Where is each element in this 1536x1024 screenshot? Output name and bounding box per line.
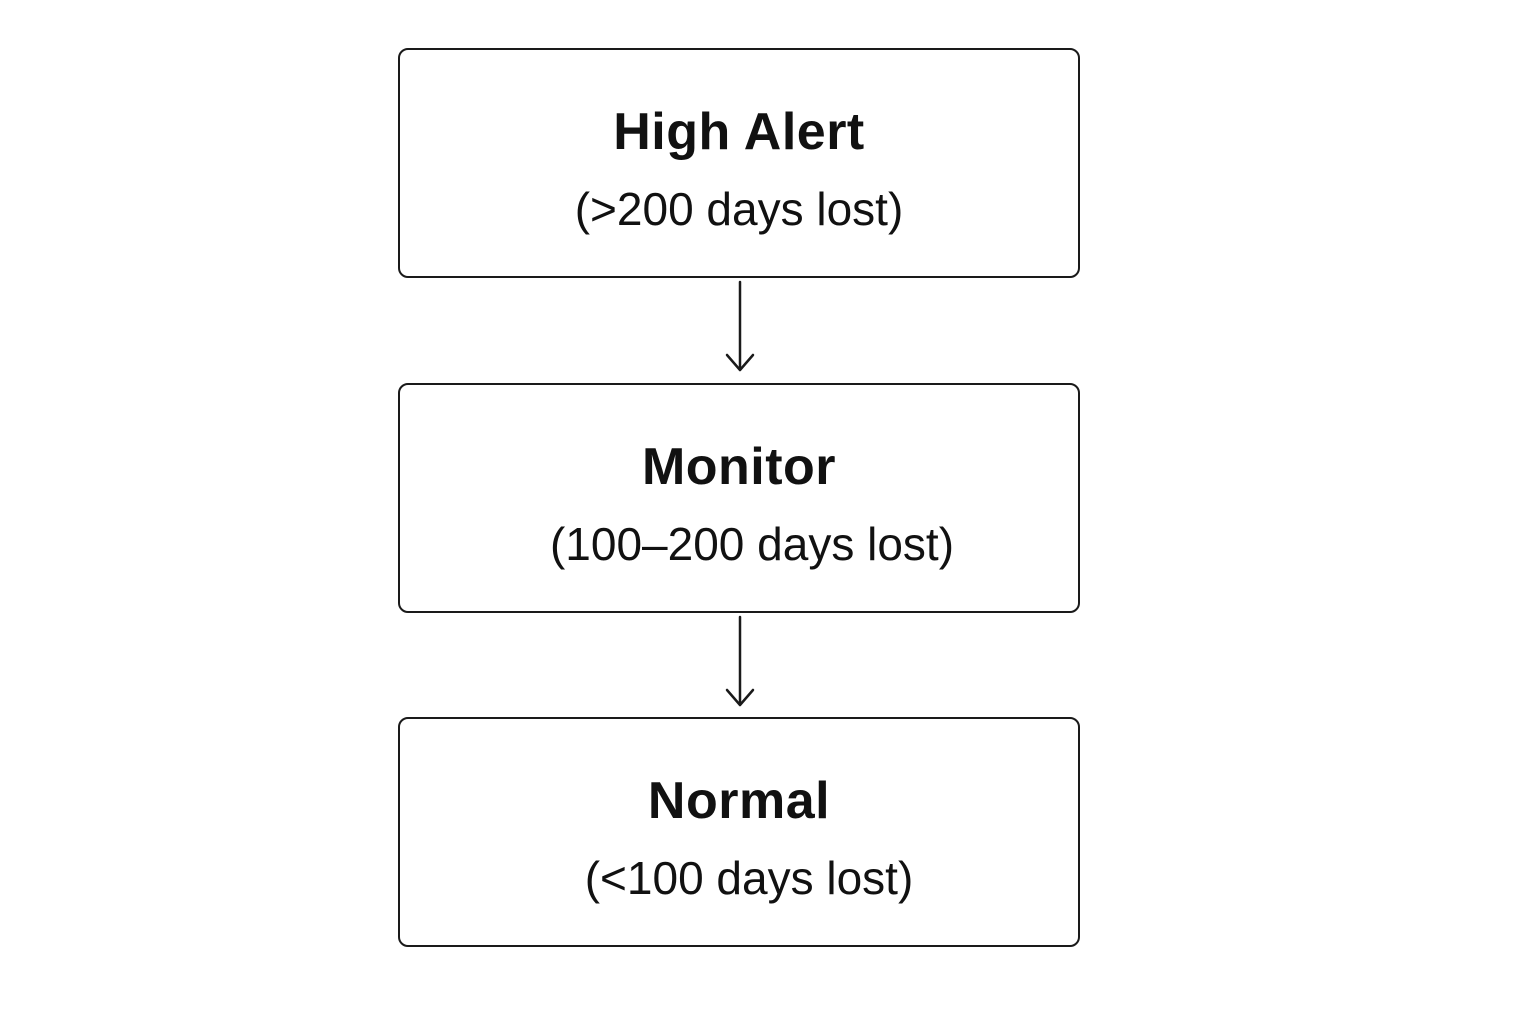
arrow-monitor-to-normal [725,615,755,707]
node-normal-subtitle: (<100 days lost) [584,852,914,904]
node-high-alert-title: High Alert [613,103,865,161]
node-high-alert: High Alert (>200 days lost) [398,48,1080,278]
arrow-high-alert-to-monitor [725,280,755,372]
node-normal: Normal (<100 days lost) [398,717,1080,947]
node-monitor: Monitor (100–200 days lost) [398,383,1080,613]
node-monitor-subtitle: (100–200 days lost) [549,518,955,570]
node-high-alert-subtitle: (>200 days lost) [574,183,904,235]
node-normal-title: Normal [647,772,831,830]
node-monitor-title: Monitor [641,438,837,496]
